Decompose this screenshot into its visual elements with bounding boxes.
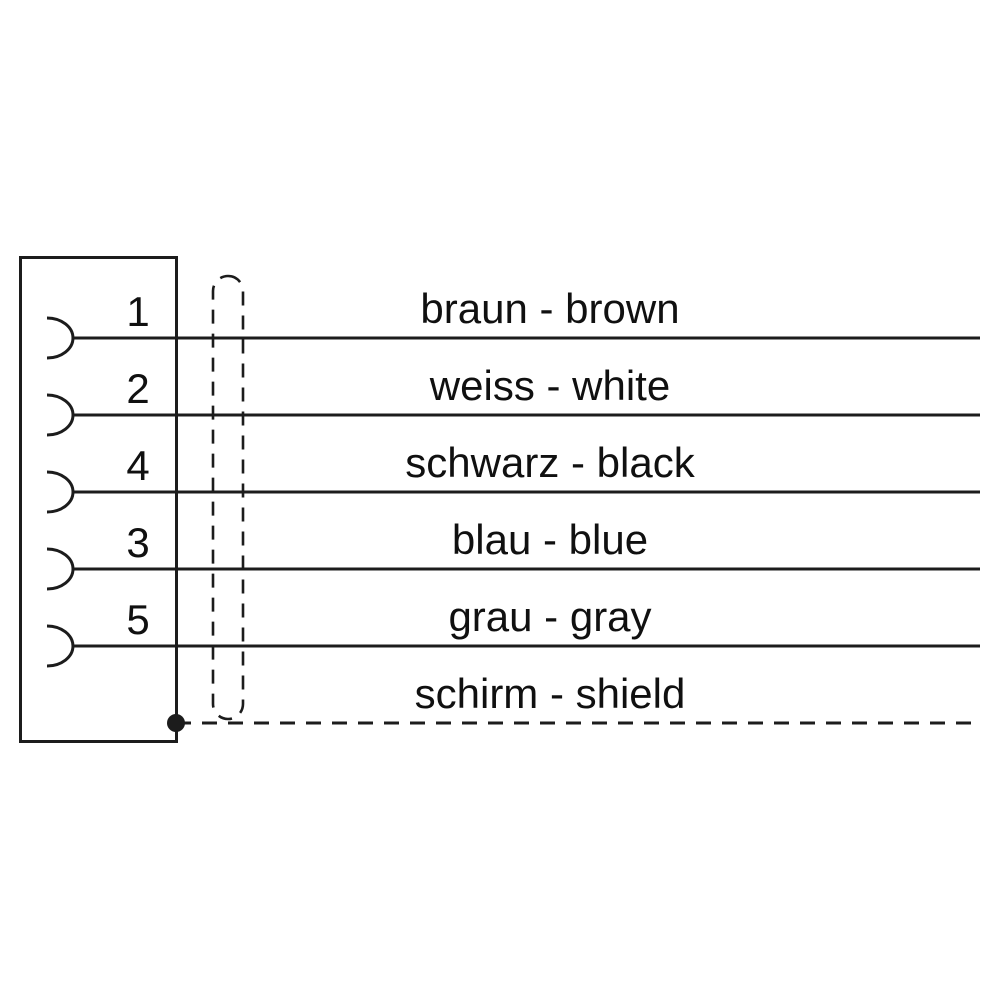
pin-socket-icon	[46, 547, 75, 591]
wire-color-label: grau - gray	[448, 592, 652, 640]
wire-color-label: schwarz - black	[405, 438, 695, 486]
pin-socket-icon	[46, 624, 75, 668]
shield-junction-dot	[167, 714, 185, 732]
pin-socket-icon	[46, 316, 75, 360]
pin-socket-icon	[46, 470, 75, 514]
wire-color-label: blau - blue	[451, 515, 649, 563]
shield-label: schirm - shield	[414, 669, 686, 717]
pin-number: 1	[126, 287, 150, 335]
connector-body	[19, 256, 178, 743]
pin-number: 2	[126, 364, 150, 412]
wire-color-label: braun - brown	[420, 284, 680, 332]
pin-number: 5	[126, 595, 150, 643]
pin-socket-icon	[46, 393, 75, 437]
cable-shield-outline	[211, 274, 245, 721]
pin-number: 4	[126, 441, 150, 489]
wire-color-label: weiss - white	[429, 361, 671, 409]
pin-number: 3	[126, 518, 150, 566]
